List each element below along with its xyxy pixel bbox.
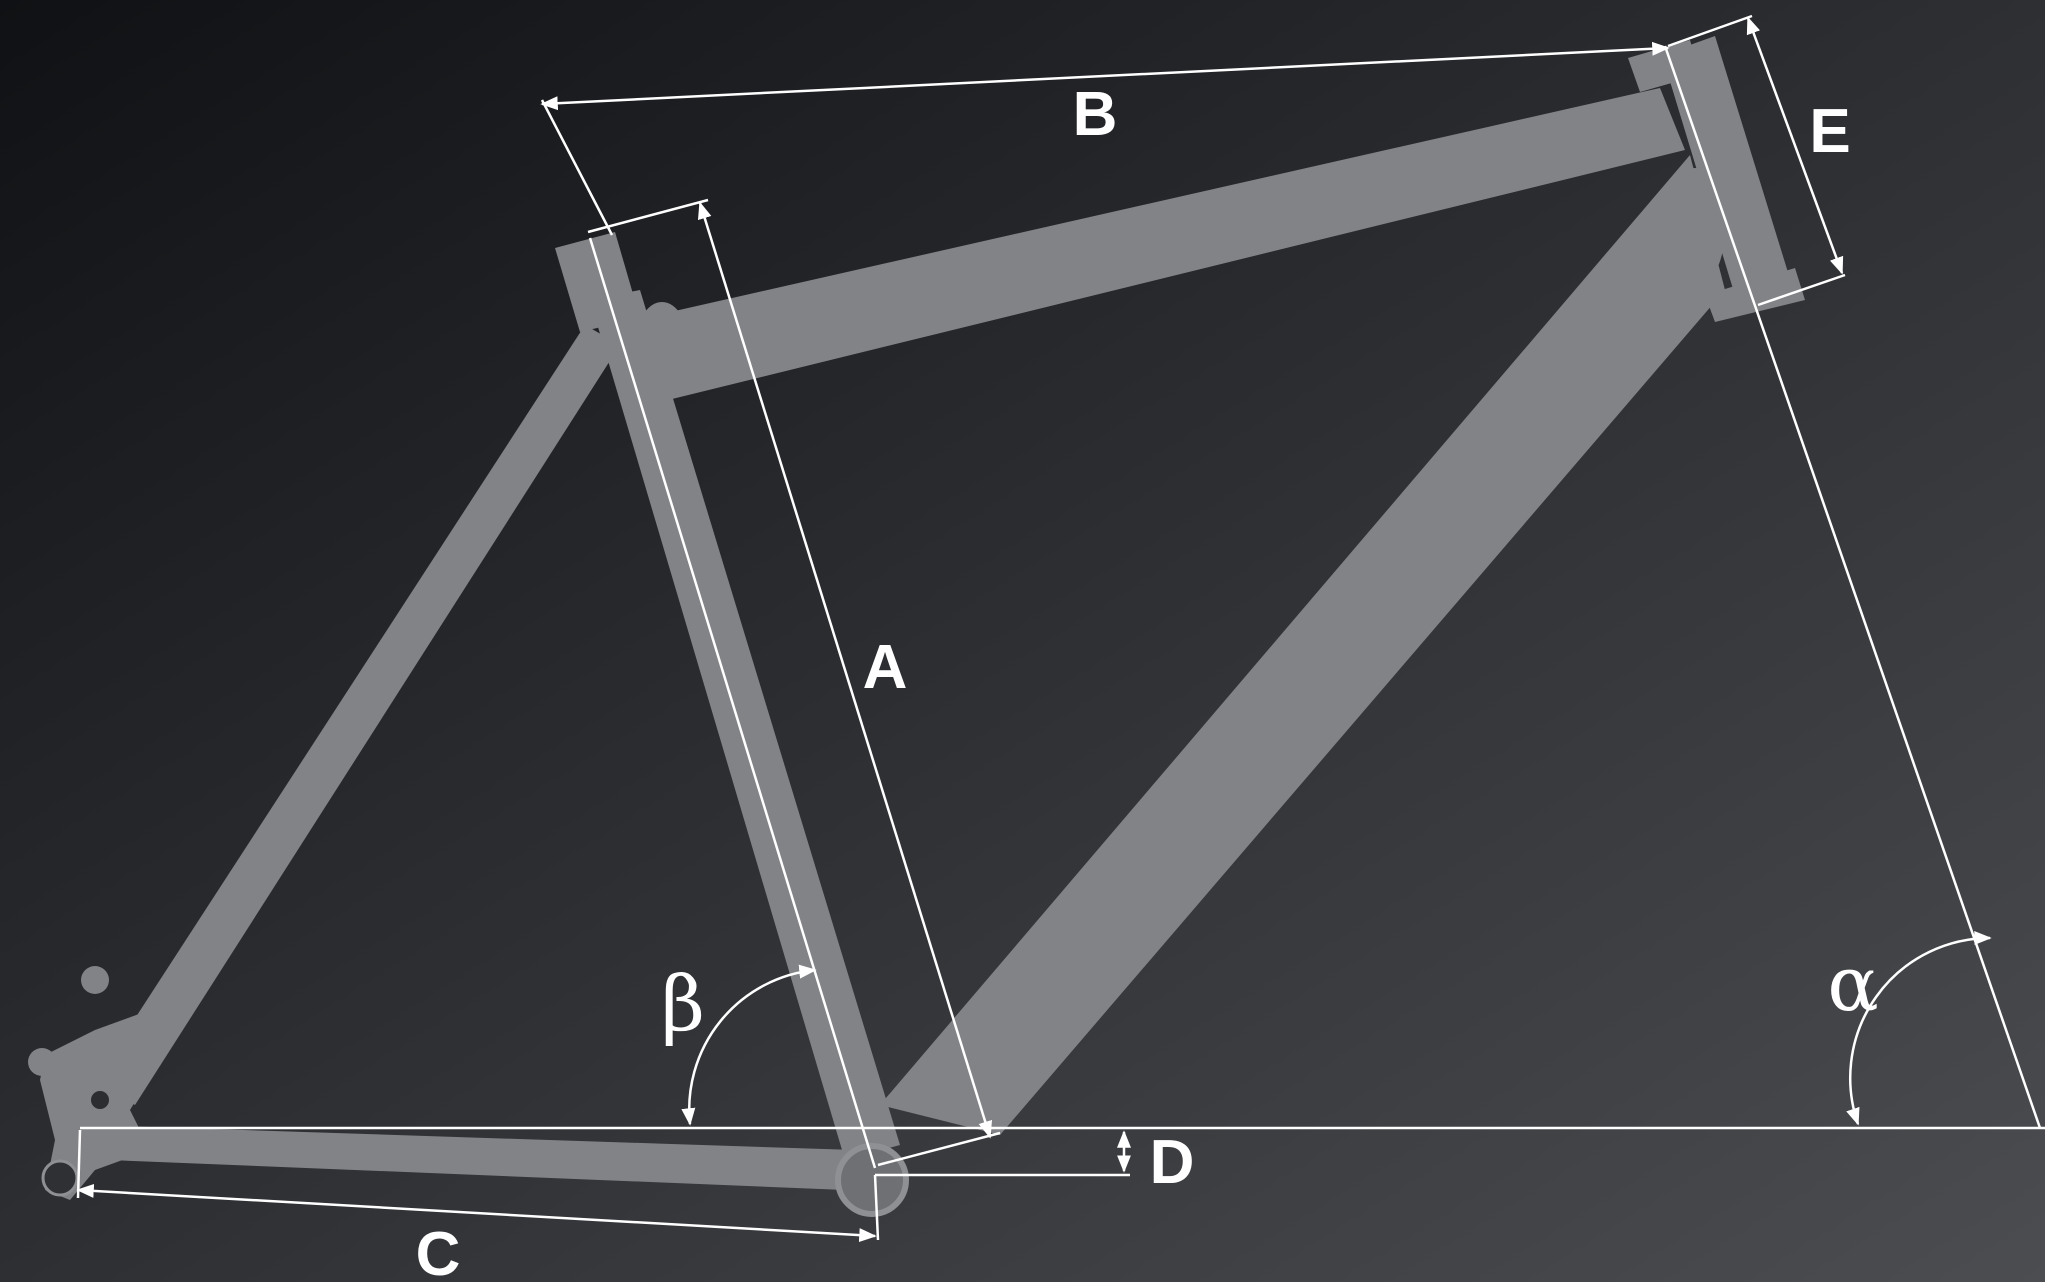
e-extension-top — [1667, 14, 1753, 48]
label-c: C — [416, 1220, 461, 1282]
c-dimension-line — [76, 1183, 877, 1243]
a-dimension-line — [697, 201, 993, 1139]
e-extension-bottom — [1757, 273, 1846, 307]
label-e: E — [1809, 97, 1850, 166]
label-alpha: α — [1827, 939, 1878, 1028]
b-dimension-line — [540, 41, 1670, 111]
beta-angle-arc — [681, 964, 817, 1126]
e-dimension-line — [1746, 16, 1844, 275]
top-tube-joint — [634, 302, 690, 398]
label-beta: β — [661, 959, 705, 1048]
rear-axle — [41, 1159, 79, 1197]
down-tube — [880, 155, 1725, 1135]
dropout-eye-top — [81, 966, 109, 994]
dropout-hole — [91, 1091, 109, 1109]
label-a: A — [863, 633, 908, 702]
seat-collar — [555, 232, 640, 332]
head-cup-bottom — [1705, 268, 1805, 322]
alpha-angle-arc — [1846, 931, 1992, 1126]
label-b: B — [1073, 80, 1118, 149]
dropout-eye-left — [28, 1048, 56, 1076]
seat-stay — [95, 325, 620, 1105]
b-extension-left — [540, 99, 614, 236]
label-d: D — [1150, 1128, 1195, 1197]
dimension-lines — [76, 14, 2045, 1243]
chain-stay — [90, 1125, 855, 1190]
